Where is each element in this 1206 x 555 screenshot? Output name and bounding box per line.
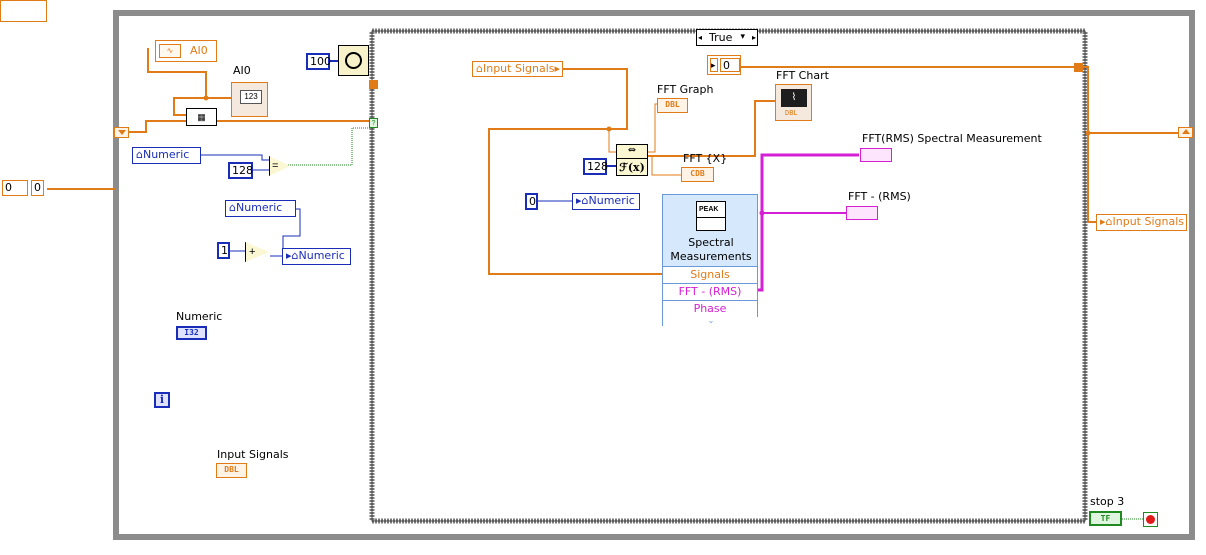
waveform-icon: ∿ bbox=[159, 44, 181, 58]
numeric-indicator-label: Numeric bbox=[298, 249, 345, 262]
case-selector-terminal[interactable]: ? bbox=[369, 118, 378, 128]
peak-icon-text: PEAK bbox=[699, 206, 719, 213]
loop-iteration-terminal: i bbox=[154, 392, 170, 408]
chart-icon: ⌇ bbox=[781, 89, 807, 107]
express-input-signals[interactable]: Signals bbox=[663, 266, 757, 284]
spectral-measurements-express-vi[interactable]: PEAK Spectral Measurements Signals FFT -… bbox=[662, 194, 759, 326]
case-selector-value: True bbox=[709, 31, 733, 44]
build-array-node[interactable]: ▦ bbox=[186, 108, 217, 126]
ai0-label: AI0 bbox=[233, 64, 251, 77]
input-signals-label: Input Signals bbox=[217, 448, 289, 461]
case-dropdown-icon[interactable]: ▾ bbox=[740, 32, 745, 42]
fft-chart-label: FFT Chart bbox=[776, 69, 829, 82]
loop-condition-stop-icon[interactable] bbox=[1143, 512, 1158, 527]
stop-terminal[interactable]: TF bbox=[1089, 511, 1122, 526]
fft-x-label: FFT {X} bbox=[683, 152, 728, 165]
array-value[interactable]: 0 bbox=[2, 180, 28, 196]
numeric-local-variable[interactable]: ▸⌂Numeric bbox=[572, 193, 640, 210]
fft-rms-label: FFT - (RMS) bbox=[848, 190, 911, 203]
case-selector[interactable]: ◂ True ▾ ▸ bbox=[696, 29, 758, 46]
numeric-local-label: Numeric bbox=[588, 194, 635, 207]
daq-assistant-label: AI0 bbox=[190, 44, 208, 57]
fft-x-terminal[interactable]: CDB bbox=[681, 167, 714, 182]
numeric-indicator-local[interactable]: ▸⌂Numeric bbox=[282, 248, 351, 265]
clock-icon bbox=[345, 52, 362, 69]
outside-array-constant[interactable] bbox=[0, 0, 47, 22]
shift-register-up-arrow-icon bbox=[1182, 129, 1190, 134]
fft-function-glyph: ℱ(x) bbox=[619, 161, 645, 174]
shift-register-down-arrow-icon bbox=[118, 130, 126, 135]
input-signals-local-label: Input Signals bbox=[482, 62, 555, 75]
case-next-arrow-icon[interactable]: ▸ bbox=[751, 33, 756, 42]
numeric-control-1[interactable]: ⌂Numeric bbox=[132, 147, 201, 164]
express-output-phase[interactable]: Phase bbox=[663, 300, 757, 318]
input-signals-local-right[interactable]: ▸⌂Input Signals bbox=[1096, 214, 1187, 231]
input-signals-right-label: Input Signals bbox=[1112, 215, 1185, 228]
wait-ms-constant[interactable]: 100 bbox=[306, 53, 331, 70]
wait-ms-timer[interactable] bbox=[338, 45, 369, 76]
numeric-label: Numeric bbox=[176, 310, 223, 323]
input-signals-terminal[interactable]: DBL bbox=[216, 463, 247, 478]
fft-reorder-icon: ⇔ bbox=[617, 145, 647, 159]
daq-assistant[interactable]: ∿ AI0 bbox=[155, 40, 217, 62]
stop-label: stop 3 bbox=[1090, 495, 1125, 508]
numeric-control-1-label: Numeric bbox=[142, 148, 190, 161]
index-array-value: 0 bbox=[720, 58, 740, 72]
fft-rms-spectral-label: FFT(RMS) Spectral Measurement bbox=[862, 132, 1042, 145]
fft-chart-terminal[interactable]: ⌇ DBL bbox=[775, 84, 812, 121]
array-index[interactable]: 0 bbox=[31, 180, 44, 196]
constant-1[interactable]: 1 bbox=[217, 242, 230, 259]
fft-rms-spectral-terminal[interactable] bbox=[860, 148, 892, 162]
expand-chevron-icon[interactable]: ⌄ bbox=[663, 317, 759, 326]
numeric-control-2-label: Numeric bbox=[235, 201, 283, 214]
express-output-fft-rms[interactable]: FFT - (RMS) bbox=[663, 283, 757, 301]
numeric-i32-terminal[interactable]: I32 bbox=[176, 326, 207, 340]
constant-128-fft[interactable]: 128 bbox=[583, 158, 608, 175]
fft-rms-terminal[interactable] bbox=[846, 206, 878, 220]
numeric-control-2[interactable]: ⌂Numeric bbox=[225, 200, 296, 217]
constant-0[interactable]: 0 bbox=[525, 193, 538, 210]
index-array-arrow: ▸ bbox=[710, 58, 718, 72]
express-vi-title: Spectral Measurements bbox=[670, 236, 752, 263]
fft-function[interactable]: ⇔ ℱ(x) bbox=[616, 144, 648, 176]
fft-graph-label: FFT Graph bbox=[657, 83, 714, 96]
fft-chart-type: DBL bbox=[785, 109, 798, 117]
ai0-indicator[interactable]: 123 bbox=[231, 82, 268, 117]
input-signals-local-variable[interactable]: ⌂Input Signals▸ bbox=[472, 61, 563, 77]
case-prev-arrow-icon[interactable]: ◂ bbox=[698, 33, 703, 42]
peak-icon: PEAK bbox=[696, 201, 726, 231]
ai0-numeric-display: 123 bbox=[240, 90, 262, 104]
fft-graph-terminal[interactable]: DBL bbox=[657, 98, 688, 113]
timer-output-tunnel bbox=[369, 80, 378, 89]
index-array-constant[interactable]: ▸ 0 bbox=[707, 55, 741, 75]
constant-128-left[interactable]: 128 bbox=[228, 162, 253, 179]
right-tunnel bbox=[1074, 63, 1083, 72]
